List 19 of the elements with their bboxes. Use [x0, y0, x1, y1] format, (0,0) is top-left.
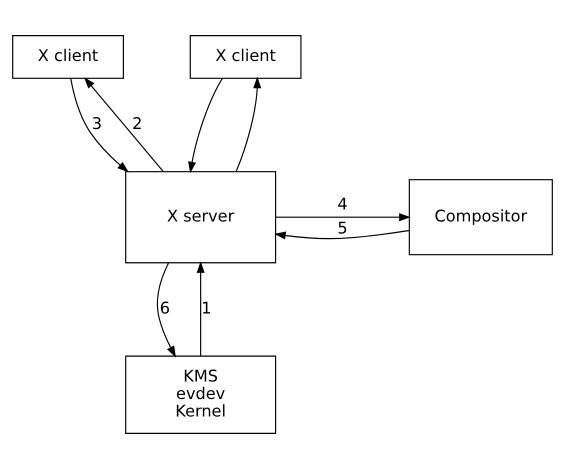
node-box: X client — [190, 34, 302, 78]
arrow — [70, 78, 129, 172]
arrow — [276, 212, 411, 221]
arrow — [188, 78, 223, 173]
arrow — [274, 229, 410, 240]
arrow — [236, 76, 262, 172]
edge-label: 2 — [132, 114, 142, 133]
edge-label: 3 — [92, 114, 102, 133]
node-box: X server — [125, 170, 276, 263]
edge-label: 1 — [201, 298, 212, 318]
node-box: Compositor — [408, 178, 553, 255]
edge-label: 5 — [337, 218, 348, 238]
node-box: X client — [12, 34, 124, 78]
arrow — [196, 260, 205, 356]
edge-label: 4 — [337, 194, 348, 213]
edge-label: 6 — [160, 298, 170, 318]
arrow — [156, 262, 176, 358]
node-box: KMS evdev Kernel — [125, 355, 276, 434]
arrow — [84, 76, 164, 172]
